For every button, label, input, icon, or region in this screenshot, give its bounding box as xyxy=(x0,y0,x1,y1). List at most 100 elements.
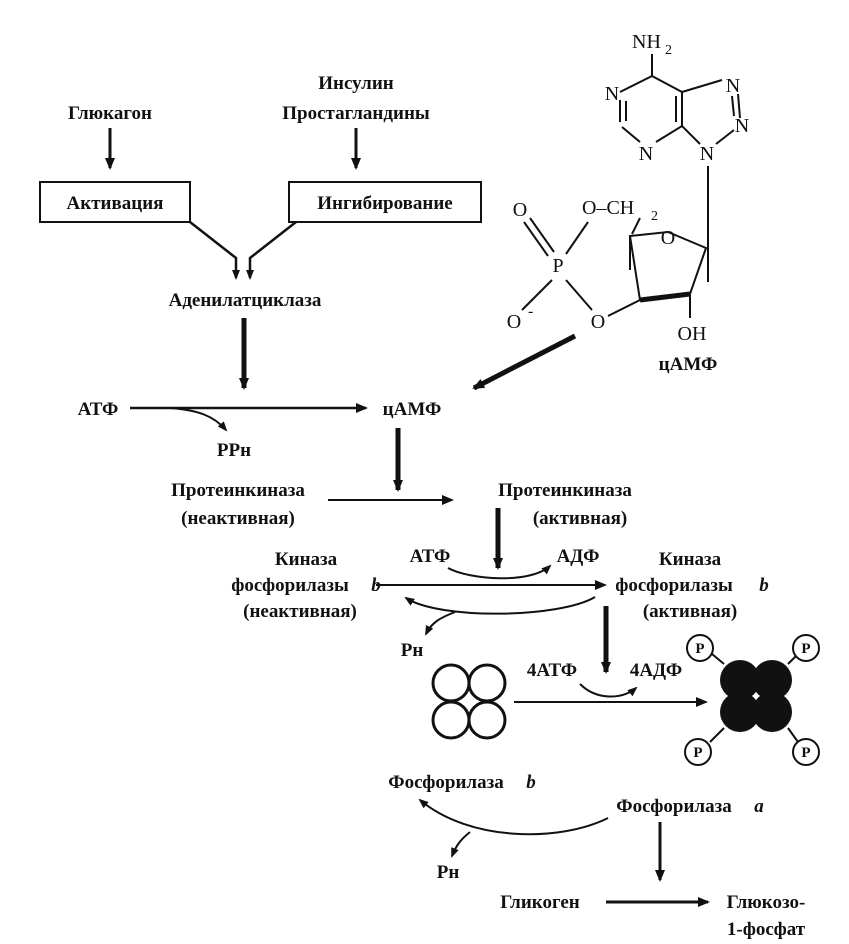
kinase-left-line1: Киназа xyxy=(275,549,338,570)
activation-box xyxy=(39,181,191,223)
kinase-right-b: b xyxy=(759,575,769,596)
o-minus-atom: O xyxy=(507,311,521,333)
phosphorylase-b-subunit-2 xyxy=(467,663,507,703)
imid-bond-c xyxy=(715,129,735,145)
p-label-4: P xyxy=(801,745,810,761)
adp-label: АДФ xyxy=(557,546,600,567)
p-label-1: P xyxy=(695,641,704,657)
kinase-right-line3: (активная) xyxy=(643,601,737,622)
o-double-atom: O xyxy=(513,199,527,221)
inhibition-box xyxy=(288,181,482,223)
p-o3-bond xyxy=(565,279,593,311)
structure-to-camp-arrow xyxy=(472,333,577,391)
glucagon-label: Глюкагон xyxy=(68,103,152,124)
atp2-label: АТФ xyxy=(410,546,451,567)
ribose-ring xyxy=(628,230,708,302)
pk-inactive-state: (неактивная) xyxy=(181,508,295,529)
n3-atom: N xyxy=(639,143,653,165)
pi1-branch-arrow xyxy=(425,611,456,636)
prostaglandins-label: Простагландины xyxy=(282,103,430,124)
inhibition-to-cyclase-arrow xyxy=(246,221,297,280)
ring-bond-c xyxy=(621,126,641,143)
ribose-bold-bond xyxy=(639,291,691,303)
p-circle-1 xyxy=(686,634,714,662)
p-circle-4 xyxy=(792,738,820,766)
phosphorylase-a-subunit-2 xyxy=(752,660,792,700)
camp-label: цАМФ xyxy=(383,399,442,420)
o-ch2-atom: O–CH xyxy=(582,197,634,219)
o3-c3-bond xyxy=(607,299,641,317)
pi2-label: Pн xyxy=(437,862,460,883)
p-label-2: P xyxy=(801,641,810,657)
ring-bond-a xyxy=(619,75,653,93)
activation-to-cyclase-arrow xyxy=(189,221,240,280)
kinase-right-line1: Киназа xyxy=(659,549,722,570)
phosphorylase-a-subunit-4 xyxy=(752,692,792,732)
phosphorus-atom: P xyxy=(552,255,563,277)
phosphorylase-a-to-b-arrow xyxy=(418,798,609,836)
p-double-bond-a xyxy=(523,221,549,257)
p-double-bond-b xyxy=(529,217,555,253)
inhibition-label: Ингибирование xyxy=(317,193,452,214)
n1-atom: N xyxy=(605,83,619,105)
activation-label: Активация xyxy=(67,193,164,214)
imid-bond-b xyxy=(737,93,741,119)
ppi-branch-arrow xyxy=(169,407,228,432)
pk-active-state: (активная) xyxy=(533,508,627,529)
imid-bond-d xyxy=(681,125,701,145)
insulin-label: Инсулин xyxy=(318,73,394,94)
p-bond-1 xyxy=(711,653,725,665)
atp4-label: 4АТФ xyxy=(527,660,577,681)
phosphorylase-b-subunit-4 xyxy=(467,700,507,740)
p-label-3: P xyxy=(693,745,702,761)
phosphorylase-a-letter: a xyxy=(754,796,764,817)
phosphorylase-b-letter: b xyxy=(526,772,536,793)
p-ominus-bond xyxy=(521,279,553,311)
phosphorylase-b-label: Фосфорилаза xyxy=(388,772,504,793)
pk-active-name: Протеинкиназа xyxy=(498,480,632,501)
nh2-atom: NH xyxy=(632,31,661,53)
g1p-label-line1: Глюкозо- xyxy=(727,892,806,913)
camp-structure-label: цАМФ xyxy=(659,354,718,375)
kinase-left-line3: (неактивная) xyxy=(243,601,357,622)
p-circle-2 xyxy=(792,634,820,662)
ribose-o-atom: O xyxy=(661,227,675,249)
n-ring-atom: N xyxy=(735,115,749,137)
n7-atom: N xyxy=(726,75,740,97)
pi1-label: Pн xyxy=(401,640,424,661)
kinase-left-line2: фосфорилазы xyxy=(231,575,349,596)
ring-bond-d xyxy=(655,125,683,143)
n9-atom: N xyxy=(700,143,714,165)
phosphorylase-a-subunit-1 xyxy=(720,660,760,700)
pi2-branch-arrow xyxy=(451,831,471,858)
ring-bond-f xyxy=(651,75,683,93)
kinase-reverse-arrow xyxy=(404,596,596,615)
adenylate-cyclase-label: Аденилатциклаза xyxy=(169,290,322,311)
ch2-c4-bond xyxy=(631,217,641,235)
atp4-adp4-curve xyxy=(579,683,638,698)
oh-group: OH xyxy=(678,323,707,345)
glycogen-label: Гликоген xyxy=(500,892,580,913)
atp-label: АТФ xyxy=(78,399,119,420)
o3-atom: O xyxy=(591,311,605,333)
phosphorylase-b-subunit-3 xyxy=(431,700,471,740)
p-o5-bond xyxy=(565,221,589,255)
minus-sign: - xyxy=(528,303,533,320)
phosphorylase-a-label: Фосфорилаза xyxy=(616,796,732,817)
imid-bond-a xyxy=(681,79,723,93)
atp-adp-curve xyxy=(447,564,552,580)
p-bond-4 xyxy=(787,727,799,743)
nh2-subscript: 2 xyxy=(665,43,672,58)
imid-bond-b2 xyxy=(731,95,735,117)
phosphorylase-a-subunit-3 xyxy=(720,692,760,732)
ch2-subscript: 2 xyxy=(651,209,658,224)
ppi-label: PPн xyxy=(217,440,251,461)
kinase-right-line2: фосфорилазы xyxy=(615,575,733,596)
p-bond-3 xyxy=(709,727,725,743)
g1p-label-line2: 1-фосфат xyxy=(727,919,806,940)
pk-inactive-name: Протеинкиназа xyxy=(171,480,305,501)
camp-structure: NH 2 N N N N N O OH цАМФ O–CH 2 xyxy=(507,31,749,375)
phosphorylase-b-subunit-1 xyxy=(431,663,471,703)
